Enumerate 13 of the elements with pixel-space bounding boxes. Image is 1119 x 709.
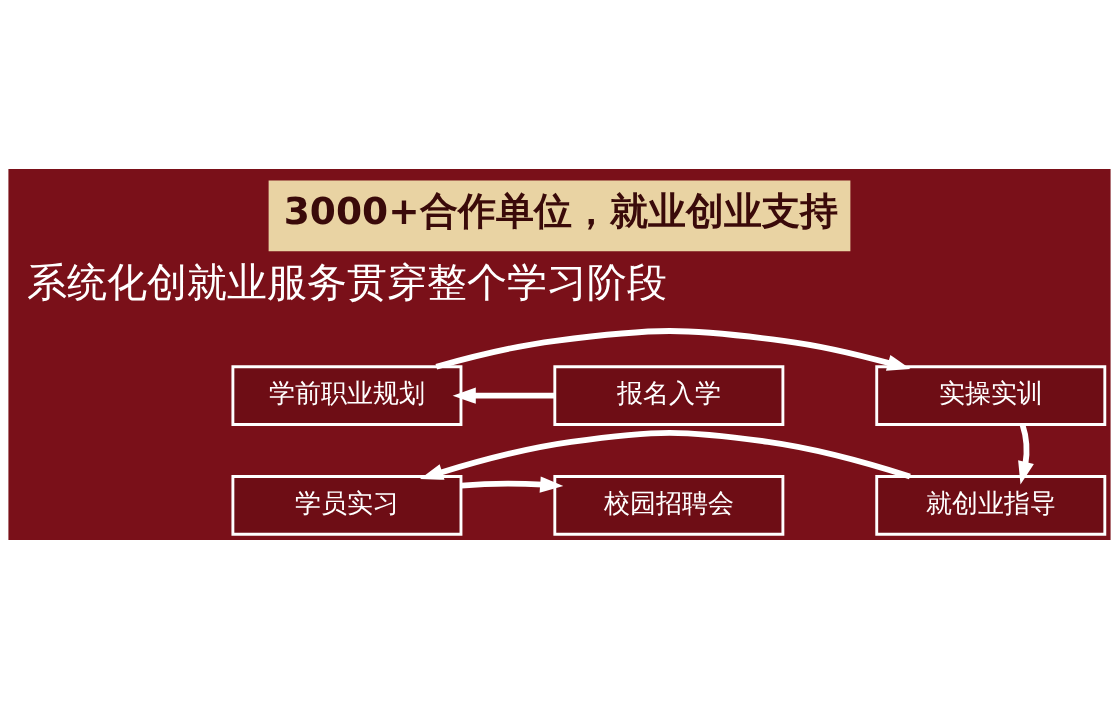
arrow: [420, 429, 911, 480]
node-box: 实操实训: [875, 365, 1107, 426]
node-box: 报名入学: [553, 365, 785, 426]
arrow: [452, 387, 555, 404]
node-box: 校园招聘会: [553, 475, 785, 536]
arrow: [435, 328, 911, 371]
arrow: [461, 476, 564, 493]
arrow: [1018, 423, 1034, 485]
node-box: 学前职业规划: [231, 365, 463, 426]
node-box: 学员实习: [231, 475, 463, 536]
diagram-title: 3000+合作单位，就业创业支持: [283, 189, 838, 234]
label: 系统化创就业服务贯穿整个学习阶段: [26, 257, 667, 306]
node-box: 就创业指导: [875, 475, 1107, 536]
